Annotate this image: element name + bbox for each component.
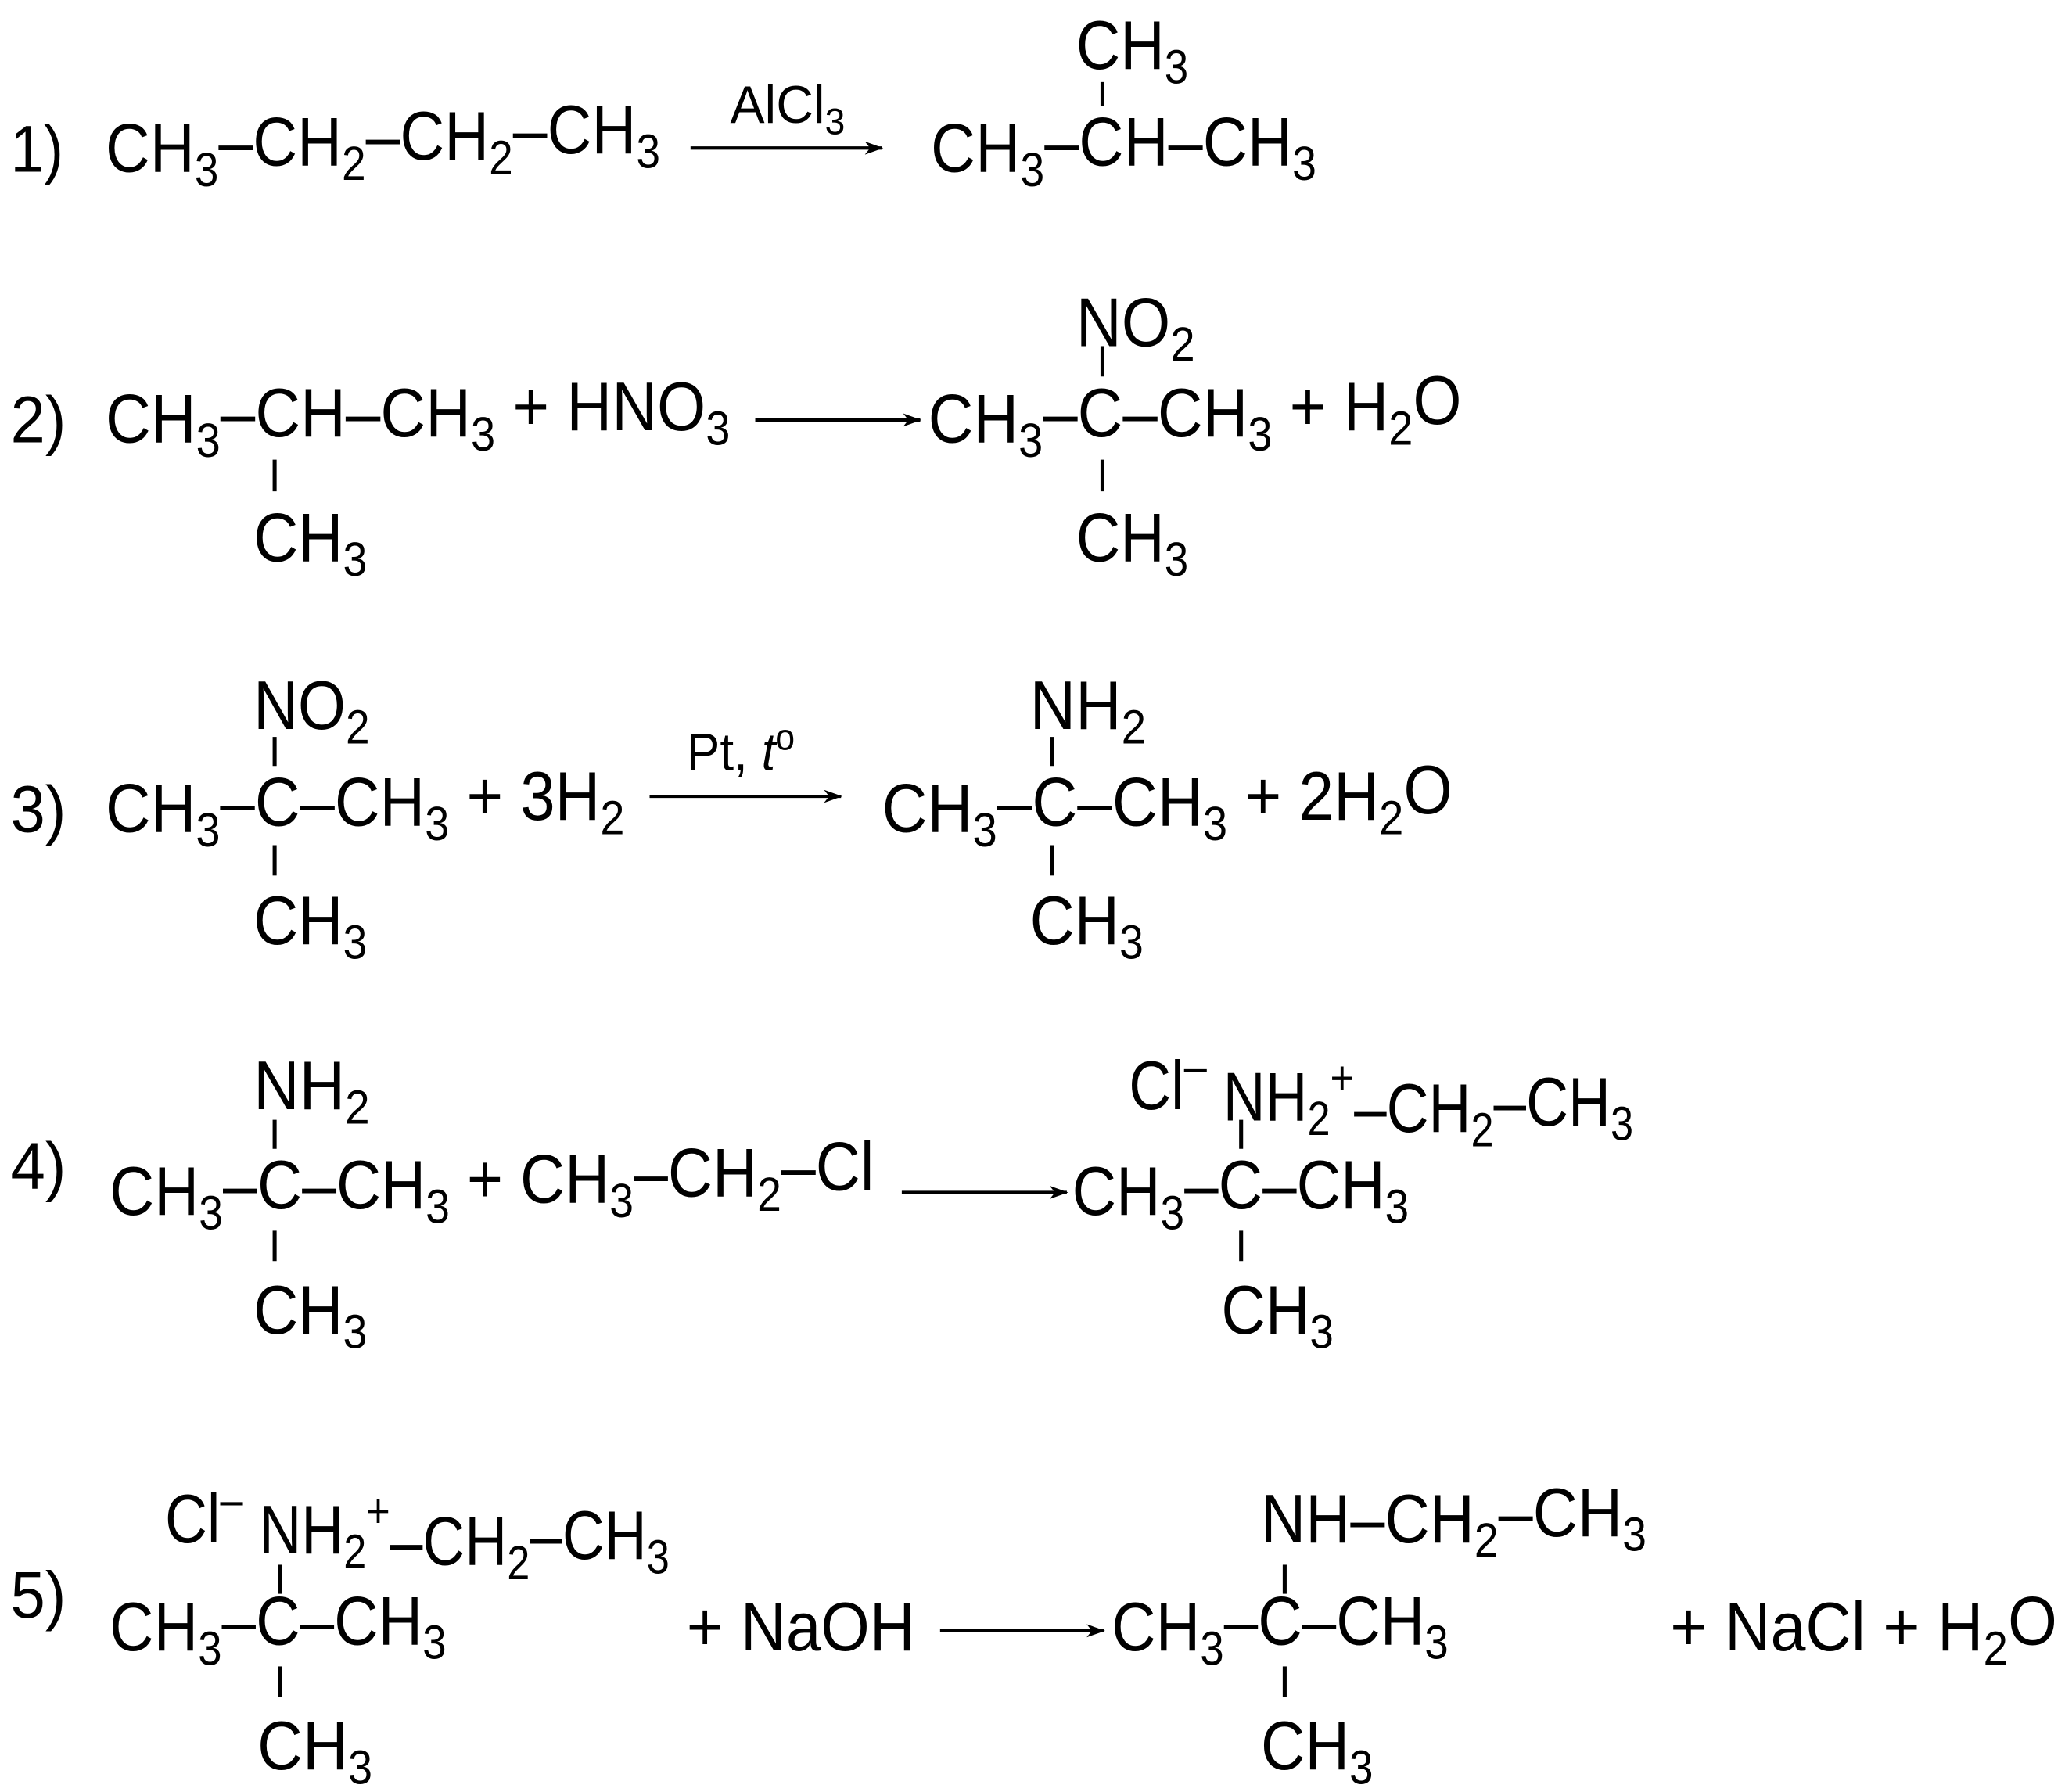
reactant-substituent: NO2	[253, 667, 370, 754]
reactant-substituent: CH3	[253, 882, 367, 969]
product-substituent: CH3	[1076, 500, 1188, 587]
product-substituent: Cl– NH2+–CH2–CH3	[1129, 1040, 1633, 1157]
product-formula: CH3–C–CH3 + 2H2O	[882, 752, 1453, 857]
product-substituent: CH3	[1221, 1272, 1333, 1359]
reactant-formula: + NaOH	[687, 1589, 915, 1665]
product-substituent: NH–CH2–CH3	[1261, 1474, 1647, 1568]
product-substituent: CH3	[1076, 7, 1188, 94]
byproduct-formula: + NaCl + H2O	[1670, 1582, 2057, 1675]
product-substituent: NH2	[1030, 667, 1147, 754]
reactant-substituent: CH3	[253, 500, 367, 587]
reactant-formula: CH3–CH2–CH2–CH3	[106, 92, 660, 197]
reactant-substituent: CH3	[253, 1272, 367, 1359]
reactant-formula: CH3–C–CH3 + CH3–CH2–Cl	[110, 1129, 874, 1241]
reaction-number: 4)	[11, 1129, 66, 1202]
reactant-formula: CH3–C–CH3	[110, 1582, 446, 1675]
reaction-number: 1)	[11, 113, 64, 186]
reactant-substituent: CH3	[257, 1708, 372, 1792]
reaction-number: 3)	[11, 773, 66, 846]
product-formula: CH3–CH–CH3	[931, 104, 1316, 197]
product-substituent: NO2	[1076, 284, 1195, 371]
reaction-condition: Pt, to	[687, 716, 795, 781]
reaction-number: 5)	[11, 1558, 66, 1632]
product-formula: CH3–C–CH3 + H2O	[928, 362, 1462, 468]
product-formula: CH3–C–CH3	[1072, 1147, 1409, 1240]
reaction-number: 2)	[11, 383, 66, 457]
reactant-formula: CH3–CH–CH3 + HNO3	[106, 368, 730, 468]
product-formula: CH3–C–CH3	[1112, 1582, 1448, 1675]
product-substituent: CH3	[1261, 1708, 1373, 1792]
reactant-substituent: NH2	[253, 1047, 370, 1134]
product-substituent: CH3	[1030, 882, 1144, 969]
reactant-substituent: Cl– NH2+–CH2–CH3	[165, 1473, 670, 1590]
reactant-formula: CH3–C–CH3 + 3H2	[106, 758, 624, 857]
reaction-condition: AlCl3	[730, 76, 845, 142]
